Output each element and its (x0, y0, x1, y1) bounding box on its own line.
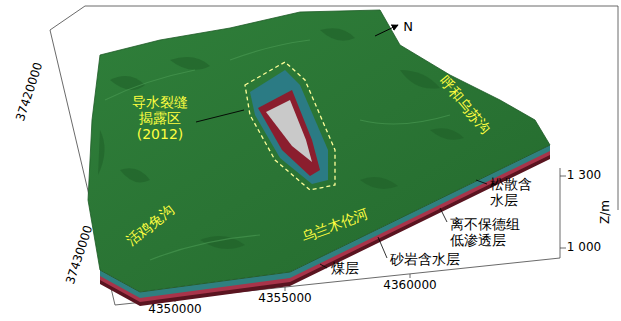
mining-area (245, 62, 335, 190)
axis-tick: 4355000 (258, 292, 311, 306)
axis-tick: 1 300 (567, 169, 601, 183)
axis-title: Z/m (599, 200, 613, 224)
leader-line (196, 110, 244, 122)
stratum-label: 砂岩含水层 (390, 251, 460, 267)
ridge-highlights (105, 40, 450, 260)
axis-tick: 4360000 (383, 279, 436, 293)
axis-tick: 37420000 (14, 61, 46, 123)
terrain-surface (88, 10, 550, 292)
axis-tick: 1 000 (567, 241, 601, 255)
bounding-frame (50, 6, 618, 305)
north-label: N (403, 20, 413, 35)
north-arrow (375, 25, 398, 36)
axis-tick: 4350000 (148, 303, 201, 317)
stratum-label: 松散含 水层 (490, 176, 540, 208)
axis-tick: 37430000 (64, 224, 96, 286)
area-label: 导水裂缝 揭露区 (2012) (129, 94, 191, 142)
stratum-label: 离不保德组 低渗透层 (450, 216, 526, 248)
terrain-relief (98, 28, 464, 249)
stratum-label: 煤层 (331, 260, 359, 276)
